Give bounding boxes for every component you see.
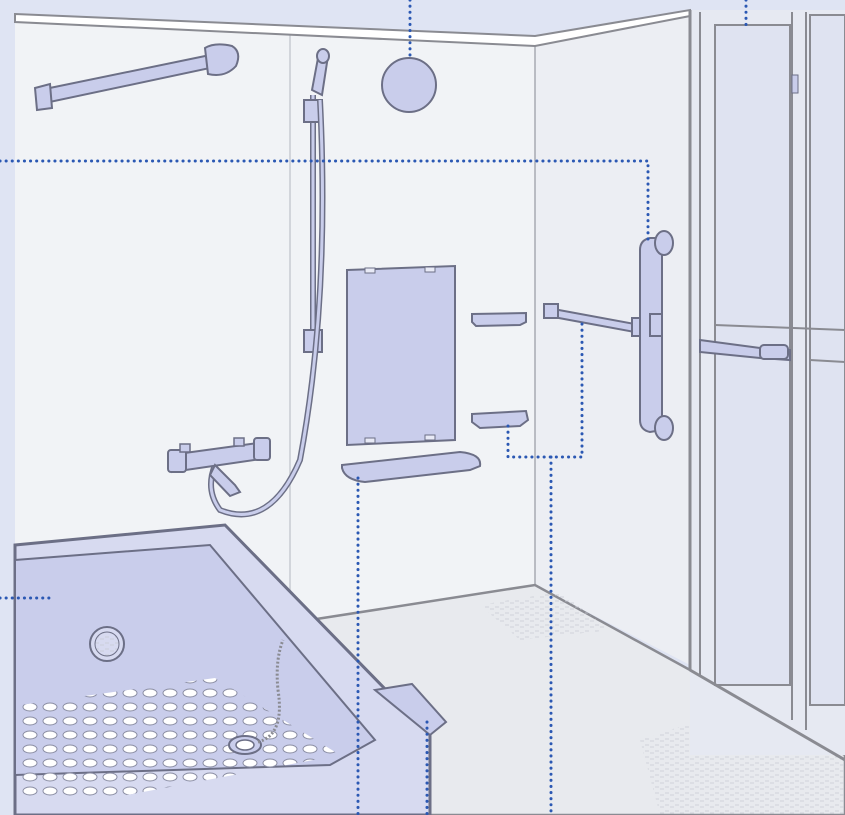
soap-shelf-upper[interactable]: [472, 313, 526, 326]
soap-shelf-lower[interactable]: [472, 411, 528, 428]
mirror: [347, 266, 455, 445]
back-wall-left: [15, 18, 535, 620]
back-wall-right: [535, 15, 690, 665]
door-latch: [792, 75, 798, 93]
ceiling-fan: [382, 58, 436, 112]
